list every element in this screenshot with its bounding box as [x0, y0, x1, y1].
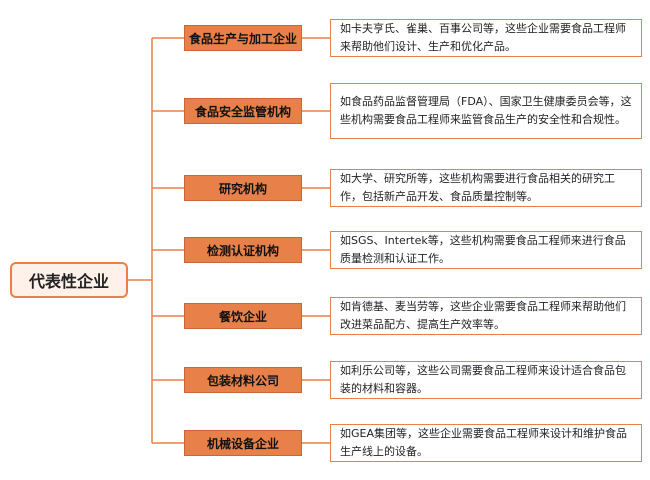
category-label: 食品安全监管机构 — [194, 104, 291, 119]
category-node-5: 餐饮企业 — [184, 303, 302, 329]
category-label: 机械设备企业 — [206, 436, 279, 451]
description-box-7: 如GEA集团等，这些企业需要食品工程师来设计和维护食品生产线上的设备。 — [330, 424, 642, 462]
category-node-6: 包装材料公司 — [184, 367, 302, 393]
category-label: 研究机构 — [218, 181, 267, 196]
category-node-1: 食品生产与加工企业 — [184, 25, 302, 51]
category-node-7: 机械设备企业 — [184, 430, 302, 456]
description-text: 如大学、研究所等，这些机构需要进行食品相关的研究工作，包括新产品开发、食品质量控… — [340, 172, 615, 203]
description-text: 如利乐公司等，这些公司需要食品工程师来设计适合食品包装的材料和容器。 — [340, 364, 626, 395]
description-box-1: 如卡夫亨氏、雀巢、百事公司等，这些企业需要食品工程师来帮助他们设计、生产和优化产… — [330, 19, 642, 57]
description-text: 如卡夫亨氏、雀巢、百事公司等，这些企业需要食品工程师来帮助他们设计、生产和优化产… — [340, 22, 626, 53]
description-box-4: 如SGS、Intertek等，这些机构需要食品工程师来进行食品质量检测和认证工作… — [330, 231, 642, 269]
description-text: 如食品药品监督管理局（FDA）、国家卫生健康委员会等，这些机构需要食品工程师来监… — [340, 95, 632, 126]
category-label: 检测认证机构 — [206, 243, 279, 258]
description-text: 如GEA集团等，这些企业需要食品工程师来设计和维护食品生产线上的设备。 — [340, 427, 627, 458]
category-node-3: 研究机构 — [184, 175, 302, 201]
description-box-6: 如利乐公司等，这些公司需要食品工程师来设计适合食品包装的材料和容器。 — [330, 361, 642, 399]
description-text: 如肯德基、麦当劳等，这些企业需要食品工程师来帮助他们改进菜品配方、提高生产效率等… — [340, 300, 626, 331]
description-text: 如SGS、Intertek等，这些机构需要食品工程师来进行食品质量检测和认证工作… — [340, 234, 626, 265]
category-label: 包装材料公司 — [206, 373, 279, 388]
description-box-2: 如食品药品监督管理局（FDA）、国家卫生健康委员会等，这些机构需要食品工程师来监… — [330, 83, 642, 139]
description-box-3: 如大学、研究所等，这些机构需要进行食品相关的研究工作，包括新产品开发、食品质量控… — [330, 169, 642, 207]
root-label: 代表性企业 — [28, 272, 109, 291]
root-node: 代表性企业 — [10, 262, 128, 298]
description-box-5: 如肯德基、麦当劳等，这些企业需要食品工程师来帮助他们改进菜品配方、提高生产效率等… — [330, 297, 642, 335]
category-node-4: 检测认证机构 — [184, 237, 302, 263]
category-label: 餐饮企业 — [218, 309, 267, 324]
category-label: 食品生产与加工企业 — [188, 31, 297, 46]
category-node-2: 食品安全监管机构 — [184, 98, 302, 124]
